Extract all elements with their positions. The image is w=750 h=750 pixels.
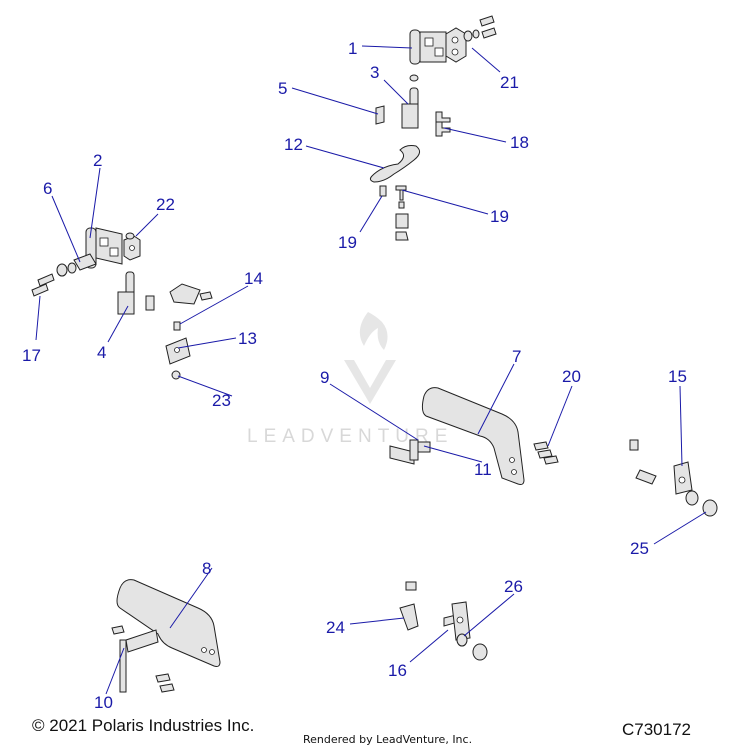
rendered-by-notice: Rendered by LeadVenture, Inc. [303, 733, 473, 746]
part-24-latch-pin [399, 581, 419, 631]
leader-2 [89, 167, 101, 239]
leader-19-left [359, 195, 383, 233]
leader-7 [477, 363, 515, 435]
part-23-nut [171, 370, 181, 380]
part-9-latch-bracket [389, 439, 419, 465]
part-20-bolts [533, 441, 559, 465]
part-1-hinge-plate [409, 29, 447, 65]
callout-16: 16 [388, 661, 407, 680]
leader-20 [547, 385, 573, 447]
leader-18 [443, 127, 507, 143]
leader-4 [107, 305, 129, 343]
callout-23: 23 [212, 391, 231, 410]
callout-24: 24 [326, 618, 345, 637]
callout-1: 1 [348, 39, 357, 58]
leadventure-watermark: LEADVENTURE [247, 312, 453, 447]
callout-12: 12 [284, 135, 303, 154]
leader-19-right [401, 189, 489, 215]
leader-9 [329, 383, 419, 441]
callout-11: 11 [474, 460, 492, 479]
leader-26 [463, 593, 515, 637]
callout-2: 2 [93, 151, 102, 170]
part-17-bolts [31, 262, 77, 297]
part-16-latch-bracket [443, 601, 471, 641]
leader-6 [51, 195, 81, 263]
callout-18: 18 [510, 133, 529, 152]
part-12-latch-rod [369, 145, 420, 183]
copyright-notice: © 2021 Polaris Industries Inc. [32, 716, 255, 735]
callout-10: 10 [94, 693, 113, 712]
leader-17 [35, 295, 41, 341]
callout-6: 6 [43, 179, 52, 198]
callout-19-right: 19 [490, 207, 509, 226]
leader-12 [305, 145, 385, 169]
part-7-latch-arm [421, 387, 525, 485]
part-6-hinge-plate-half [73, 253, 97, 271]
leader-25 [653, 511, 707, 545]
callout-14: 14 [244, 269, 263, 288]
figure-code: C730172 [622, 720, 692, 739]
part-26-bushing [456, 633, 488, 661]
leader-5 [291, 87, 379, 115]
callout-22: 22 [156, 195, 175, 214]
callout-5: 5 [278, 79, 287, 98]
leader-13 [177, 337, 237, 349]
part-25-bushing [685, 490, 718, 517]
callout-20: 20 [562, 367, 581, 386]
callout-numbers: 1 3 5 21 18 12 19 19 2 6 22 17 4 14 13 2… [22, 39, 687, 712]
part-22-hinge-washer [123, 232, 141, 261]
leader-23 [177, 375, 233, 397]
leader-15 [679, 385, 683, 467]
callout-3: 3 [370, 63, 379, 82]
callout-7: 7 [512, 347, 521, 366]
callout-17: 17 [22, 346, 41, 365]
part-3-hinge-pin-bracket [401, 74, 419, 129]
part-14-latch-knob [169, 283, 213, 331]
leader-lines [35, 45, 707, 695]
part-13-latch-bracket [165, 337, 191, 365]
leader-22 [135, 213, 159, 237]
part-15-latch-bracket [629, 439, 693, 495]
callout-21: 21 [500, 73, 519, 92]
part-19-fasteners [379, 185, 409, 241]
leader-10 [105, 647, 125, 695]
callout-25: 25 [630, 539, 649, 558]
callout-4: 4 [97, 343, 106, 362]
leader-8 [169, 567, 213, 629]
part-11-spacer [417, 441, 431, 453]
leader-24 [349, 617, 405, 625]
part-21-hinge-plate-hardware [445, 15, 497, 63]
part-5-spacer [375, 105, 385, 125]
leader-1 [361, 45, 413, 49]
leader-21 [471, 47, 501, 73]
callout-9: 9 [320, 368, 329, 387]
leader-14 [179, 285, 249, 325]
callout-15: 15 [668, 367, 687, 386]
part-10-latch-bracket [111, 625, 175, 693]
leader-3 [383, 79, 409, 105]
callout-19-left: 19 [338, 233, 357, 252]
callout-8: 8 [202, 559, 211, 578]
part-8-latch-arm [116, 579, 221, 667]
part-18-bolts [435, 111, 451, 137]
part-2-hinge-plate [85, 227, 123, 269]
leader-16 [409, 629, 449, 663]
leader-11 [423, 445, 483, 463]
part-4-hinge-pin-bracket [117, 271, 155, 315]
watermark-text: LEADVENTURE [247, 426, 453, 447]
callout-13: 13 [238, 329, 257, 348]
callout-26: 26 [504, 577, 523, 596]
